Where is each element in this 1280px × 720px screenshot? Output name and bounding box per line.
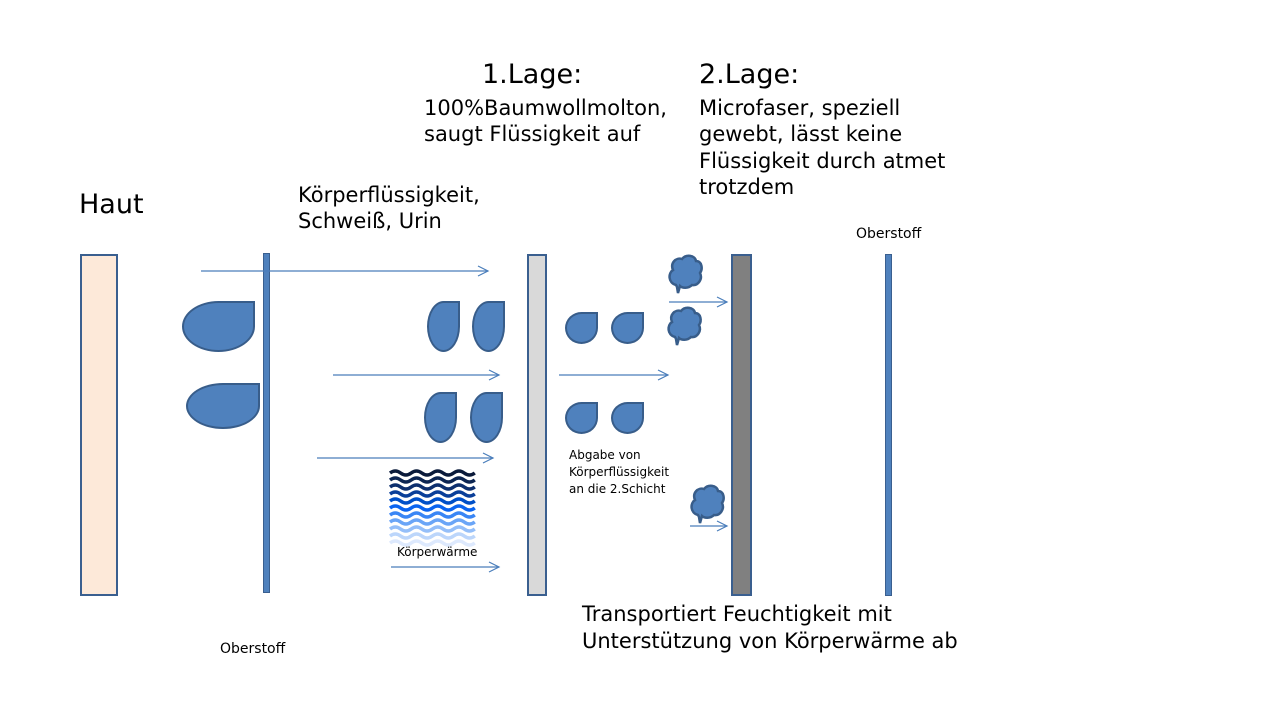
release-label: Abgabe von Körperflüssigkeit an die 2.Sc… [569, 448, 670, 496]
vapor-cloud-icon [668, 254, 703, 295]
skin-layer [80, 254, 118, 596]
outer-fabric-label-left: Oberstoff [220, 641, 286, 657]
transport-label: Transportiert Feuchtigkeit mit Unterstüt… [582, 602, 958, 654]
arrow-icon [669, 296, 729, 308]
fluid-drop [565, 402, 598, 434]
body-heat-waves-icon [388, 469, 476, 547]
fluid-drop [565, 312, 598, 344]
arrow-icon [317, 452, 495, 464]
layer1-cotton [527, 254, 547, 596]
outer-fabric-right [885, 254, 892, 596]
layer2-title: 2.Lage: [699, 59, 800, 90]
fluid-drop [611, 402, 644, 434]
arrow-icon [690, 520, 729, 532]
fluid-drop [472, 301, 505, 352]
arrow-icon [391, 561, 501, 573]
fluid-drop [182, 301, 255, 352]
skin-label: Haut [79, 189, 144, 220]
vapor-cloud-icon [690, 484, 725, 525]
outer-fabric-left [263, 253, 270, 593]
outer-fabric-label-right: Oberstoff [856, 226, 922, 242]
arrow-icon [559, 369, 670, 381]
fluid-drop [427, 301, 460, 352]
fluid-drop [186, 383, 260, 429]
fluid-drop [611, 312, 644, 344]
arrow-icon [201, 265, 490, 277]
layer1-title: 1.Lage: [482, 59, 583, 90]
fluid-label: Körperflüssigkeit, Schweiß, Urin [298, 183, 480, 234]
layer2-description: Microfaser, speziell gewebt, lässt keine… [699, 96, 946, 200]
fluid-drop [470, 392, 503, 443]
fluid-drop [424, 392, 457, 443]
layer1-description: 100%Baumwollmolton, saugt Flüssigkeit au… [424, 96, 667, 147]
arrow-icon [333, 369, 501, 381]
vapor-cloud-icon [667, 306, 702, 347]
layer2-microfiber [731, 254, 752, 596]
body-heat-label: Körperwärme [397, 545, 478, 559]
